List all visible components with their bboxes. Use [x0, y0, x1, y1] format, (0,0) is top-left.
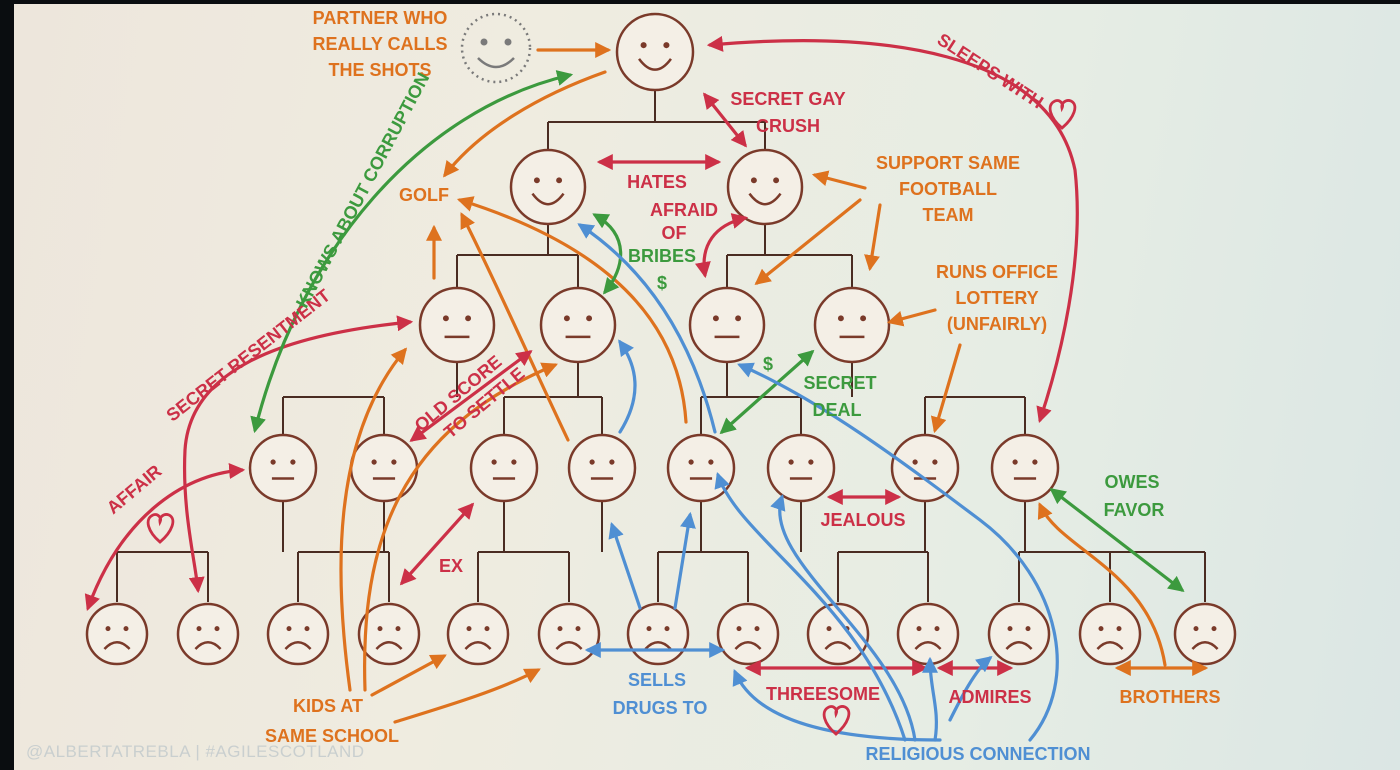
neutral-face-icon: [469, 433, 539, 503]
neutral-face-icon: [813, 286, 891, 364]
sad-face-icon: [357, 602, 421, 666]
relationship-arrows: [84, 35, 1209, 742]
sad-face-icon: [85, 602, 149, 666]
arrow-secret-deal: [719, 349, 815, 435]
sad-face-icon: [716, 602, 780, 666]
heart-icons: [146, 99, 1077, 736]
arrow-religious-2: [770, 493, 917, 742]
arrow-religious-6: [948, 655, 993, 722]
sad-face-icon: [537, 602, 601, 666]
neutral-face-icon: [567, 433, 637, 503]
arrow-lottery-1: [886, 308, 937, 327]
arrow-religious-5: [732, 669, 942, 742]
sad-face-icon: [1078, 602, 1142, 666]
label-hates: HATES: [627, 172, 687, 192]
partner-smiley-dotted: [460, 12, 532, 84]
sad-face-icon: [987, 602, 1051, 666]
sad-face-icon: [1173, 602, 1237, 666]
label-affair: AFFAIR: [103, 461, 166, 518]
happy-face-icon: [615, 12, 695, 92]
arrow-support-1: [811, 170, 867, 190]
arrow-gay-crush: [703, 92, 747, 148]
arrow-kids-3: [370, 654, 447, 697]
arrow-lottery-2: [930, 343, 962, 434]
arrow-religious-3: [714, 471, 907, 742]
label-admires: ADMIRES: [948, 687, 1031, 707]
arrow-support-3: [864, 203, 882, 272]
label-sleeps-with: SLEEPS WITH: [934, 29, 1047, 112]
arrow-owes-favor: [1049, 488, 1185, 592]
label-threesome: THREESOME: [766, 684, 880, 704]
neutral-face-icon: [766, 433, 836, 503]
sad-face-icon: [896, 602, 960, 666]
arrow-sells-1: [608, 521, 642, 610]
neutral-face-icon: [688, 286, 766, 364]
label-religious: RELIGIOUS CONNECTION: [865, 744, 1090, 764]
arrow-sleeps-with: [706, 35, 1079, 424]
arrow-sells-2: [673, 511, 696, 610]
arrow-religious-4: [922, 656, 939, 742]
heart-icon: [822, 705, 851, 736]
arrow-blue-l3-up: [618, 339, 637, 434]
sad-face-icon: [446, 602, 510, 666]
neutral-face-icon: [248, 433, 318, 503]
arrow-ex: [399, 502, 475, 586]
label-brothers: BROTHERS: [1119, 687, 1220, 707]
happy-face-icon: [726, 148, 804, 226]
arrow-knows-corruption: [250, 70, 574, 434]
sad-face-icon: [176, 602, 240, 666]
label-golf: GOLF: [399, 185, 449, 205]
label-dollar-deal: $: [763, 354, 773, 374]
happy-face-icon: [509, 148, 587, 226]
sad-face-icon: [626, 602, 690, 666]
label-dollar-bribes: $: [657, 273, 667, 293]
hierarchy-lines: [116, 90, 1206, 602]
neutral-face-icon: [418, 286, 496, 364]
heart-icon: [1048, 99, 1077, 130]
arrow-affair: [84, 463, 246, 612]
neutral-face-icon: [349, 433, 419, 503]
arrow-bribes: [592, 213, 623, 295]
footer-handle: @ALBERTATREBLA | #AGILESCOTLAND: [26, 742, 365, 761]
label-bribes: BRIBES: [628, 246, 696, 266]
neutral-face-icon: [539, 286, 617, 364]
neutral-face-icon: [990, 433, 1060, 503]
arrow-afraid: [695, 213, 749, 279]
heart-icon: [146, 513, 175, 544]
sad-face-icon: [266, 602, 330, 666]
label-jealous: JEALOUS: [820, 510, 905, 530]
arrow-kids-4: [393, 668, 541, 724]
label-ex: EX: [439, 556, 463, 576]
neutral-face-icon: [890, 433, 960, 503]
arrow-religious-1: [737, 362, 1059, 742]
arrow-blue-to-l1: [577, 223, 717, 434]
